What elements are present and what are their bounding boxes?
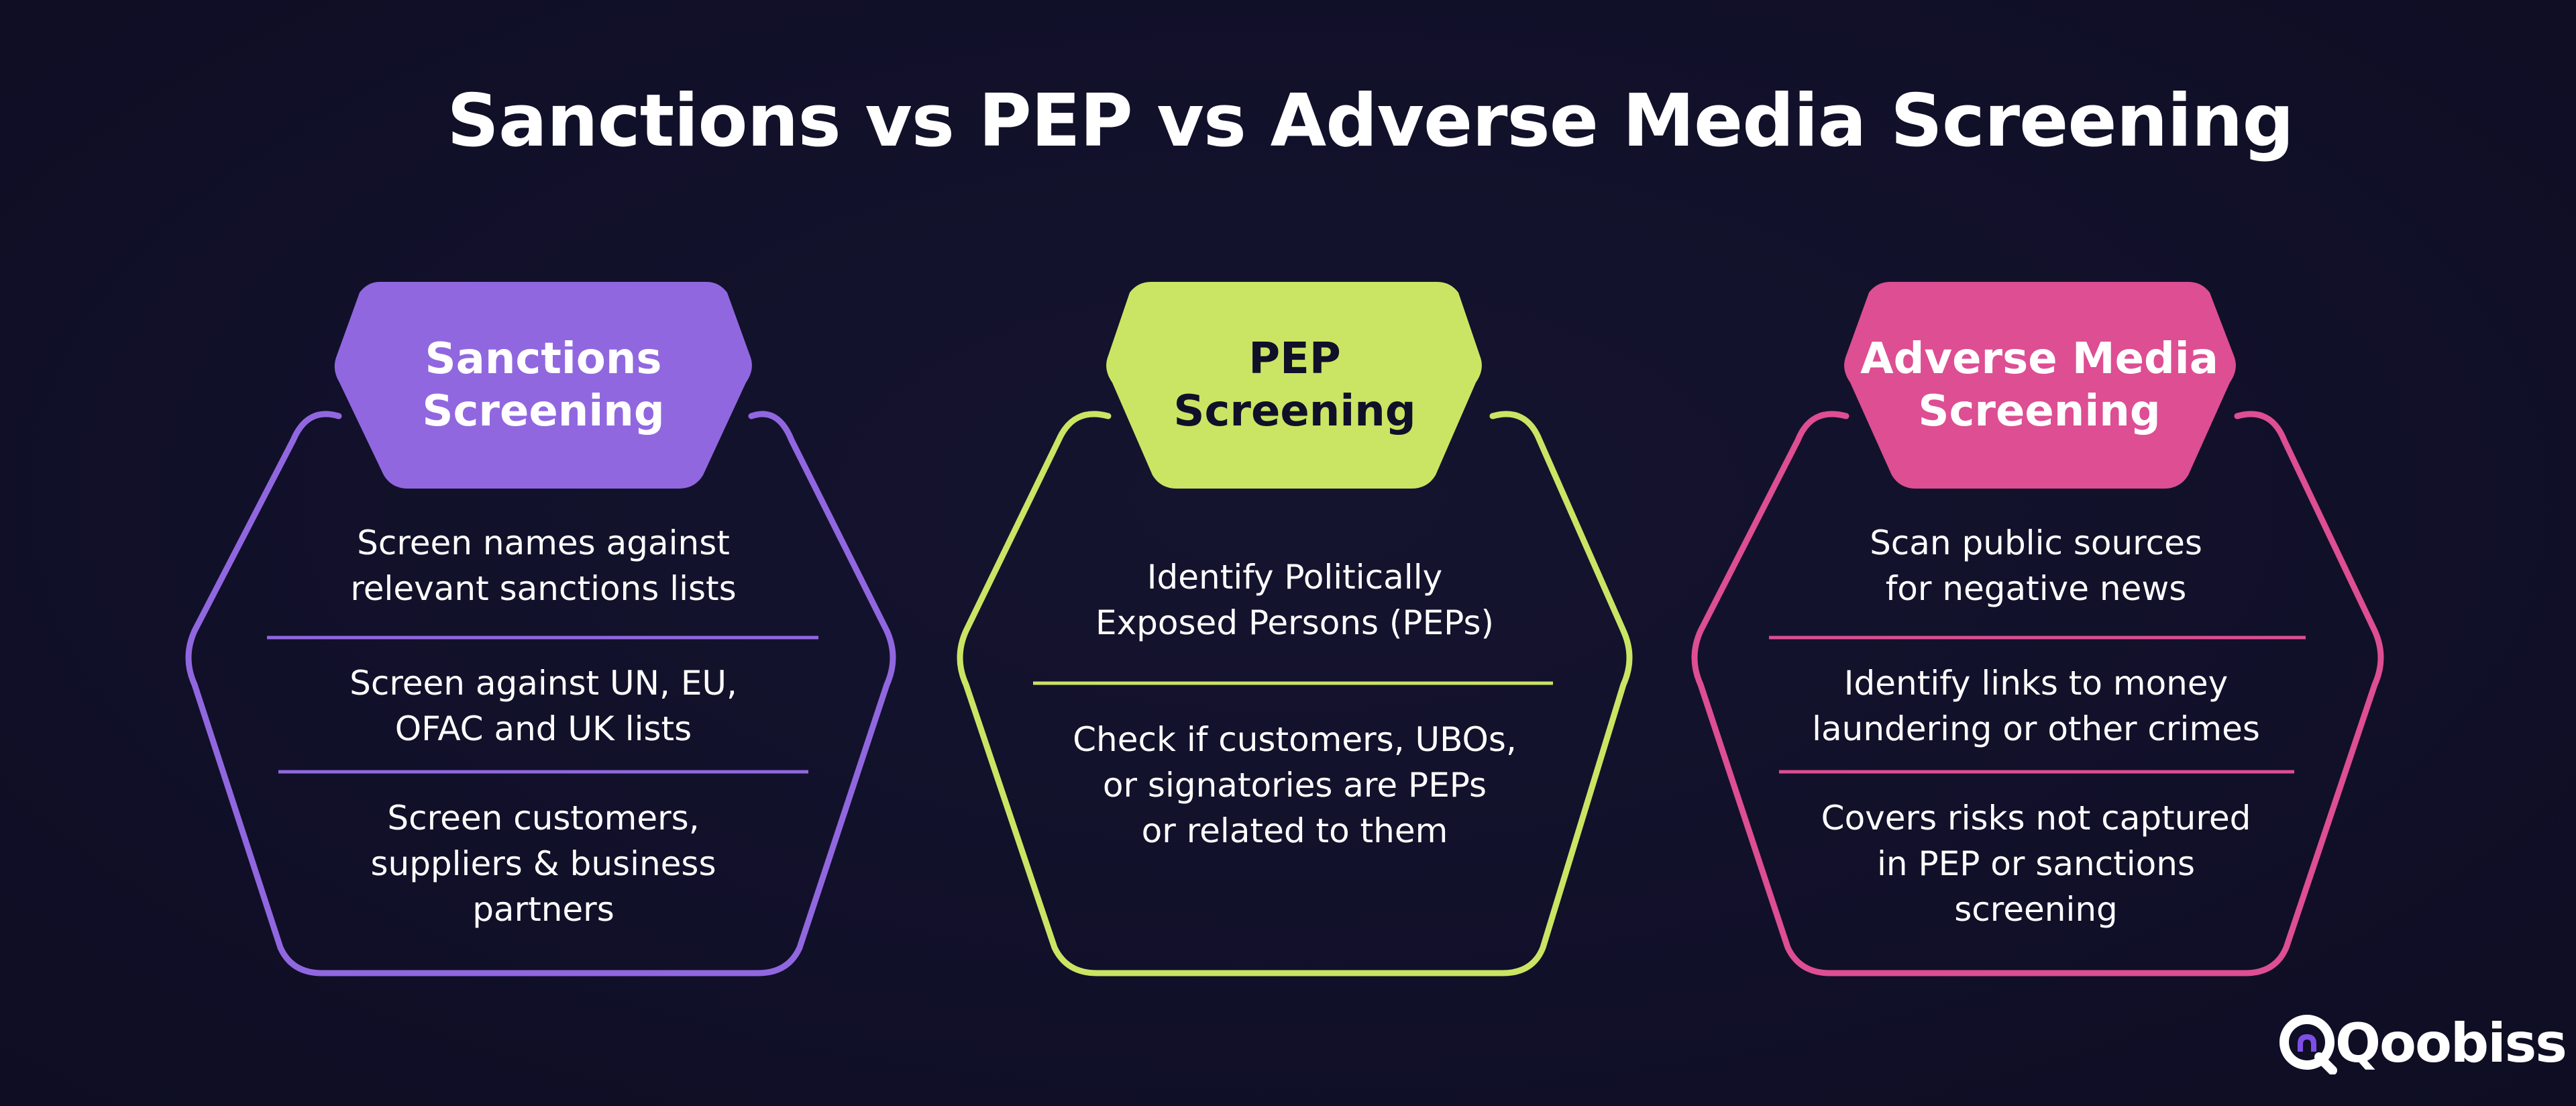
sanctions-item-2: Screen against UN, EU, OFAC and UK lists	[350, 664, 737, 748]
adverse-media-outline-hexagon	[1691, 411, 2384, 976]
adverse-media-heading: Adverse Media Screening	[1860, 334, 2218, 436]
brand-name: Qoobiss	[2335, 1012, 2567, 1074]
adverse-media-item-1: Scan public sources for negative news	[1870, 523, 2202, 608]
sanctions-outline-hexagon	[185, 411, 896, 976]
pep-item-2: Check if customers, UBOs, or signatories…	[1073, 720, 1517, 850]
pep-heading: PEP Screening	[1173, 334, 1416, 436]
sanctions-item-1: Screen names against relevant sanctions …	[350, 523, 737, 608]
adverse-media-item-2: Identify links to money laundering or ot…	[1812, 664, 2260, 748]
sanctions-item-3: Screen customers, suppliers & business p…	[370, 799, 716, 929]
sanctions-heading-hexagon	[334, 282, 752, 489]
pep-item-1: Identify Politically Exposed Persons (PE…	[1095, 558, 1494, 642]
brand-logo: Qoobiss	[2277, 1010, 2567, 1077]
adverse-media-heading-hexagon	[1844, 282, 2236, 489]
pep-heading-hexagon	[1106, 282, 1482, 489]
pep-outline-hexagon	[957, 411, 1633, 976]
page-title: Sanctions vs PEP vs Adverse Media Screen…	[447, 79, 2294, 163]
sanctions-heading: Sanctions Screening	[422, 334, 665, 436]
adverse-media-item-3: Covers risks not captured in PEP or sanc…	[1821, 799, 2251, 929]
qoobiss-q-icon	[2279, 1015, 2337, 1074]
